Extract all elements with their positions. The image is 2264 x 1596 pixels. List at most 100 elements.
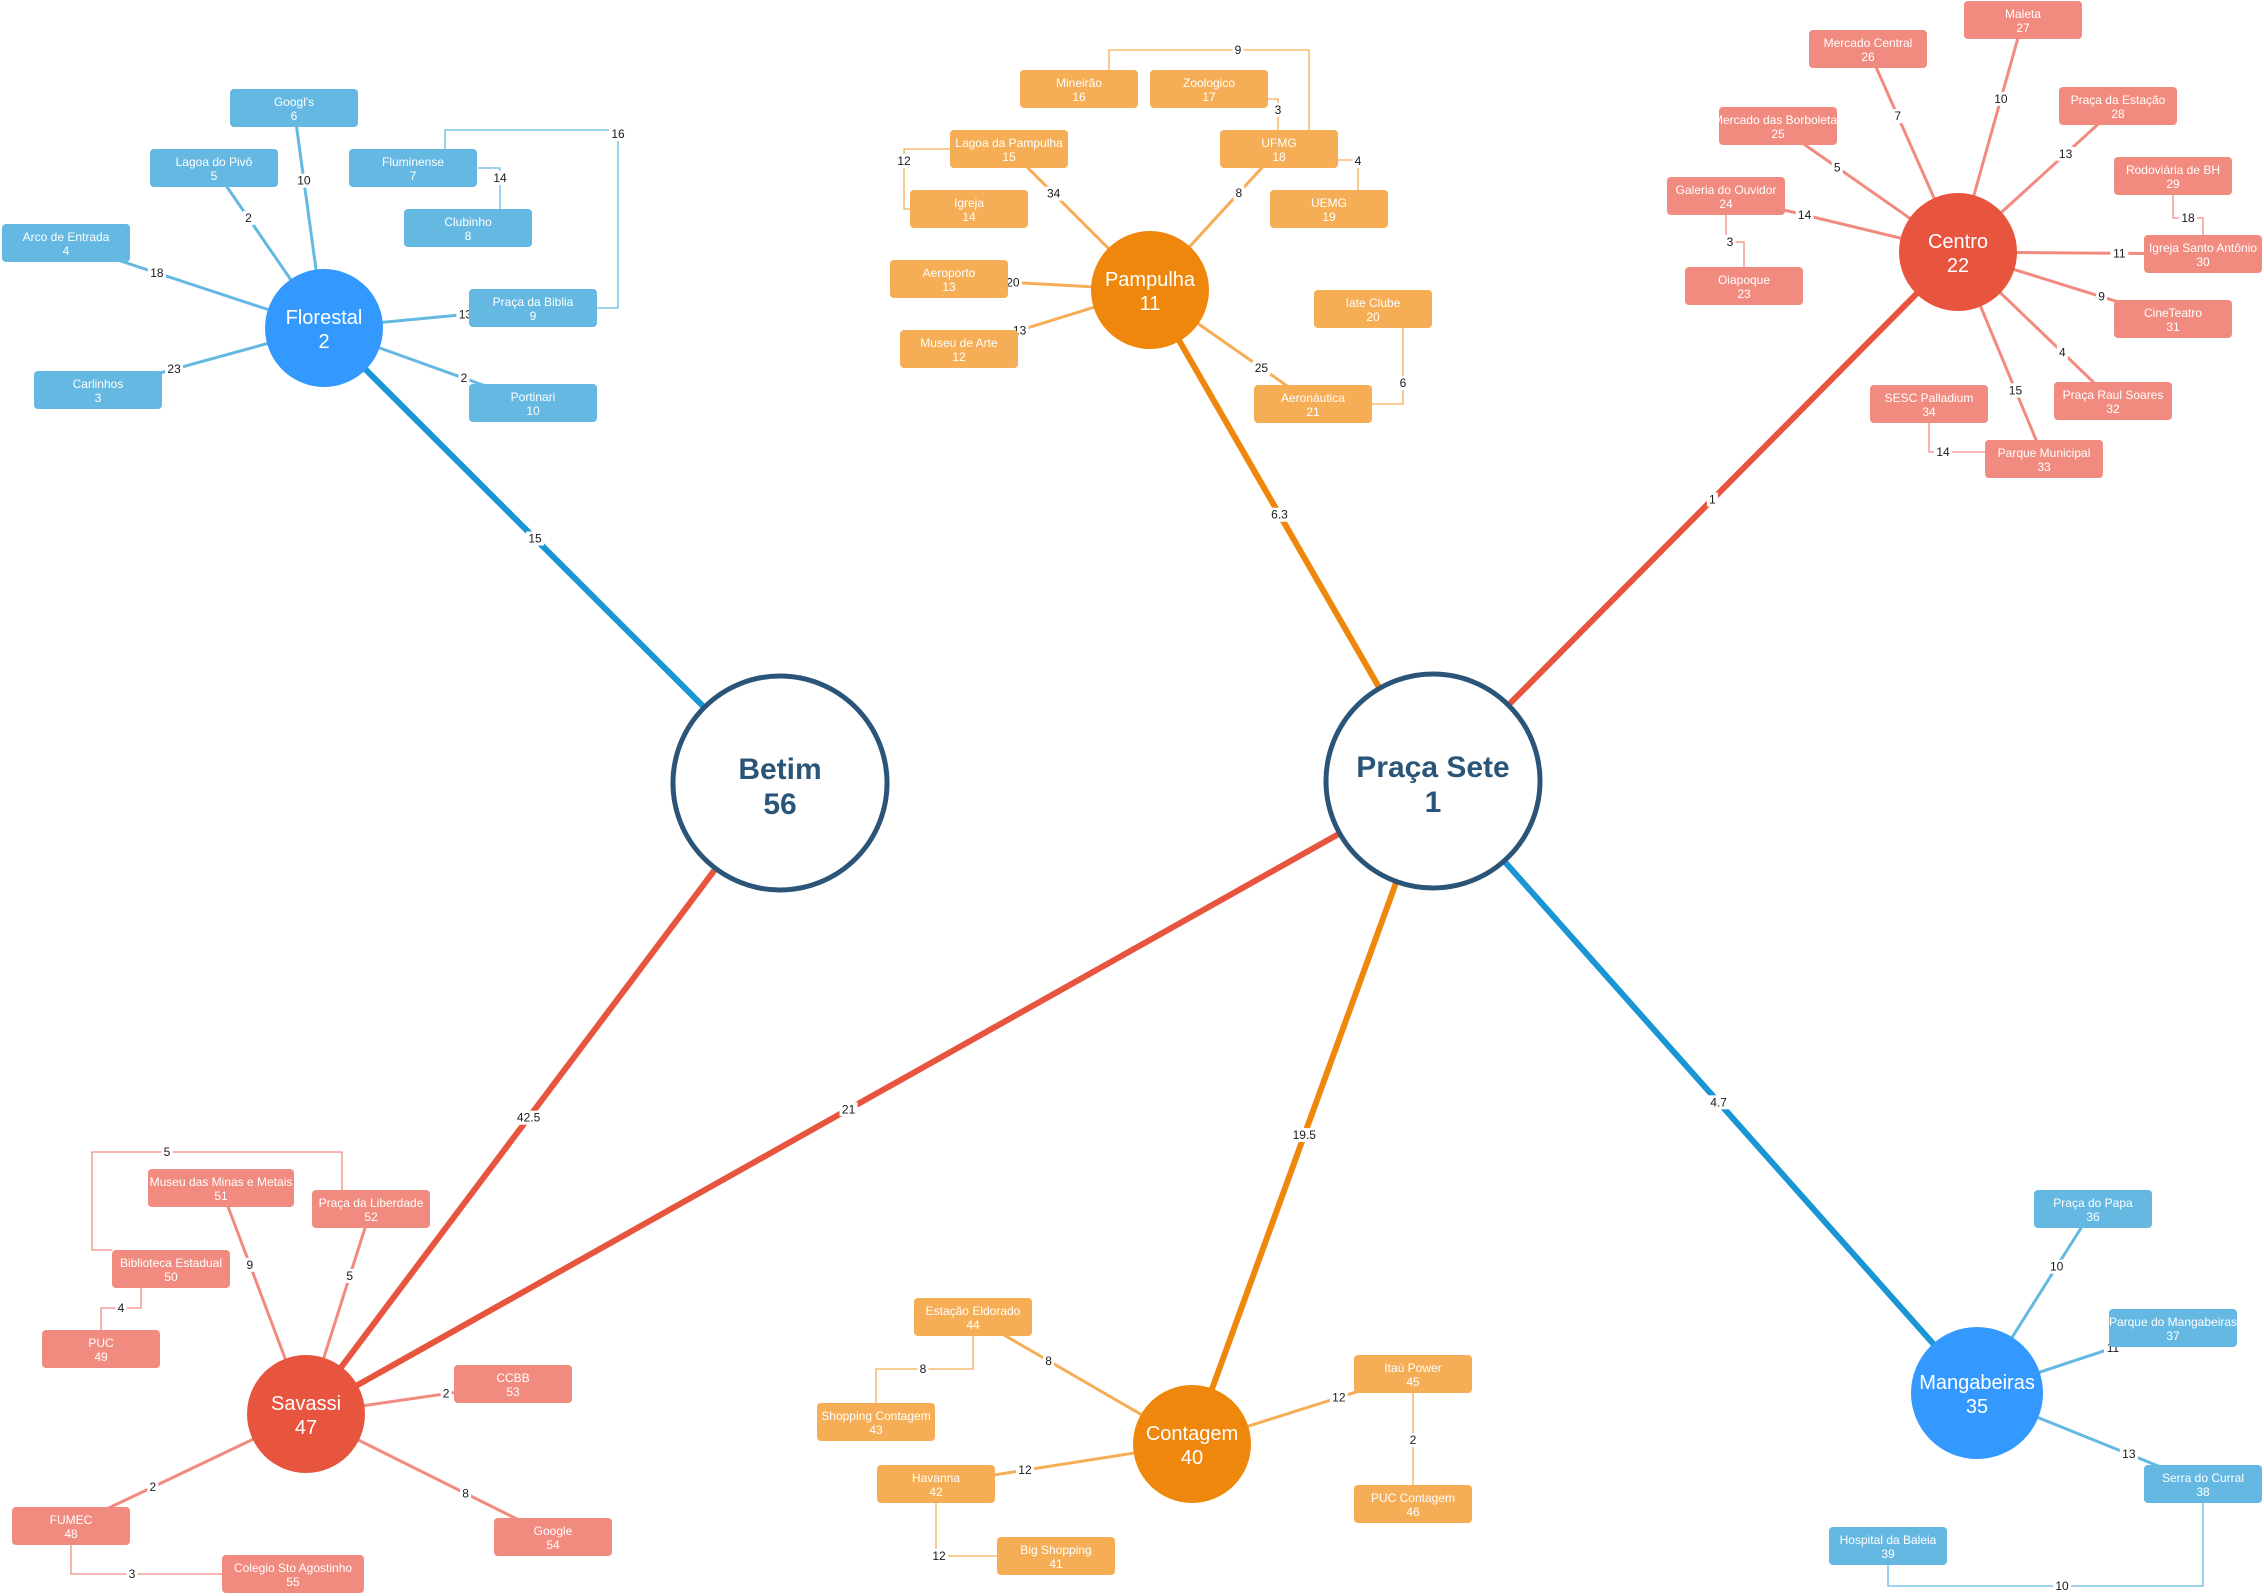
connector-n48-n55	[70, 1545, 222, 1575]
edge-weight-n34-n33: 14	[1934, 445, 1952, 459]
node-name: Aeroporto	[923, 266, 976, 280]
edge-weight-pampulha-n15: 34	[1044, 186, 1063, 201]
hub-name: Praça Sete	[1356, 751, 1509, 784]
node-box	[2034, 1190, 2152, 1228]
edge-praca-savassi	[303, 778, 1436, 1417]
connector-n15-n14	[903, 148, 950, 210]
edge-weight-bg	[147, 1480, 159, 1495]
edge-weight-mangabeiras-n38: 13	[2119, 1447, 2138, 1462]
node-box	[1354, 1355, 1472, 1393]
node-number: 9	[530, 309, 537, 323]
edge-weight-pampulha-praca: 6.3	[1267, 507, 1293, 522]
edge-weight-bg	[2056, 146, 2075, 161]
cluster-name: Florestal	[286, 307, 363, 329]
node-box	[2109, 1309, 2237, 1347]
edge-weight-bg	[2006, 383, 2025, 398]
node-name: Itaú Power	[1384, 1361, 1441, 1375]
node-name: Oiapoque	[1718, 273, 1770, 287]
edge-weight-praca-contagem: 19.5	[1288, 1128, 1321, 1143]
node-number: 38	[2196, 1485, 2210, 1499]
node-name: Praça da Liberdade	[319, 1196, 424, 1210]
edge-weight-text: 8	[1236, 186, 1243, 200]
node-n6[interactable]: Googl's6	[230, 89, 358, 127]
node-number: 37	[2166, 1329, 2180, 1343]
cluster-circle	[247, 1355, 365, 1473]
hub-circle	[1323, 671, 1543, 891]
edge-weight-bg	[1252, 360, 1271, 375]
edge-weight-n17-n18: 3	[1272, 103, 1284, 117]
edge-weight-bg	[895, 154, 913, 168]
node-box	[1809, 30, 1927, 68]
edge-weight-bg	[126, 1567, 138, 1581]
node-number: 21	[1306, 405, 1320, 419]
edge-weight-bg	[1267, 507, 1293, 522]
node-box	[42, 1330, 160, 1368]
node-number: 42	[929, 1485, 943, 1499]
edge-weight-text: 3	[1727, 235, 1734, 249]
edge-weight-text: 14	[1798, 208, 1812, 222]
node-name: Clubinho	[444, 215, 492, 229]
edge-weight-bg	[161, 1145, 173, 1159]
edge-weight-n7-n8: 14	[491, 171, 509, 185]
edge-weight-bg	[491, 171, 509, 185]
edge-weight-bg	[2047, 1259, 2066, 1274]
cluster-circle	[1091, 231, 1209, 349]
edge-weight-text: 4	[1355, 154, 1362, 168]
